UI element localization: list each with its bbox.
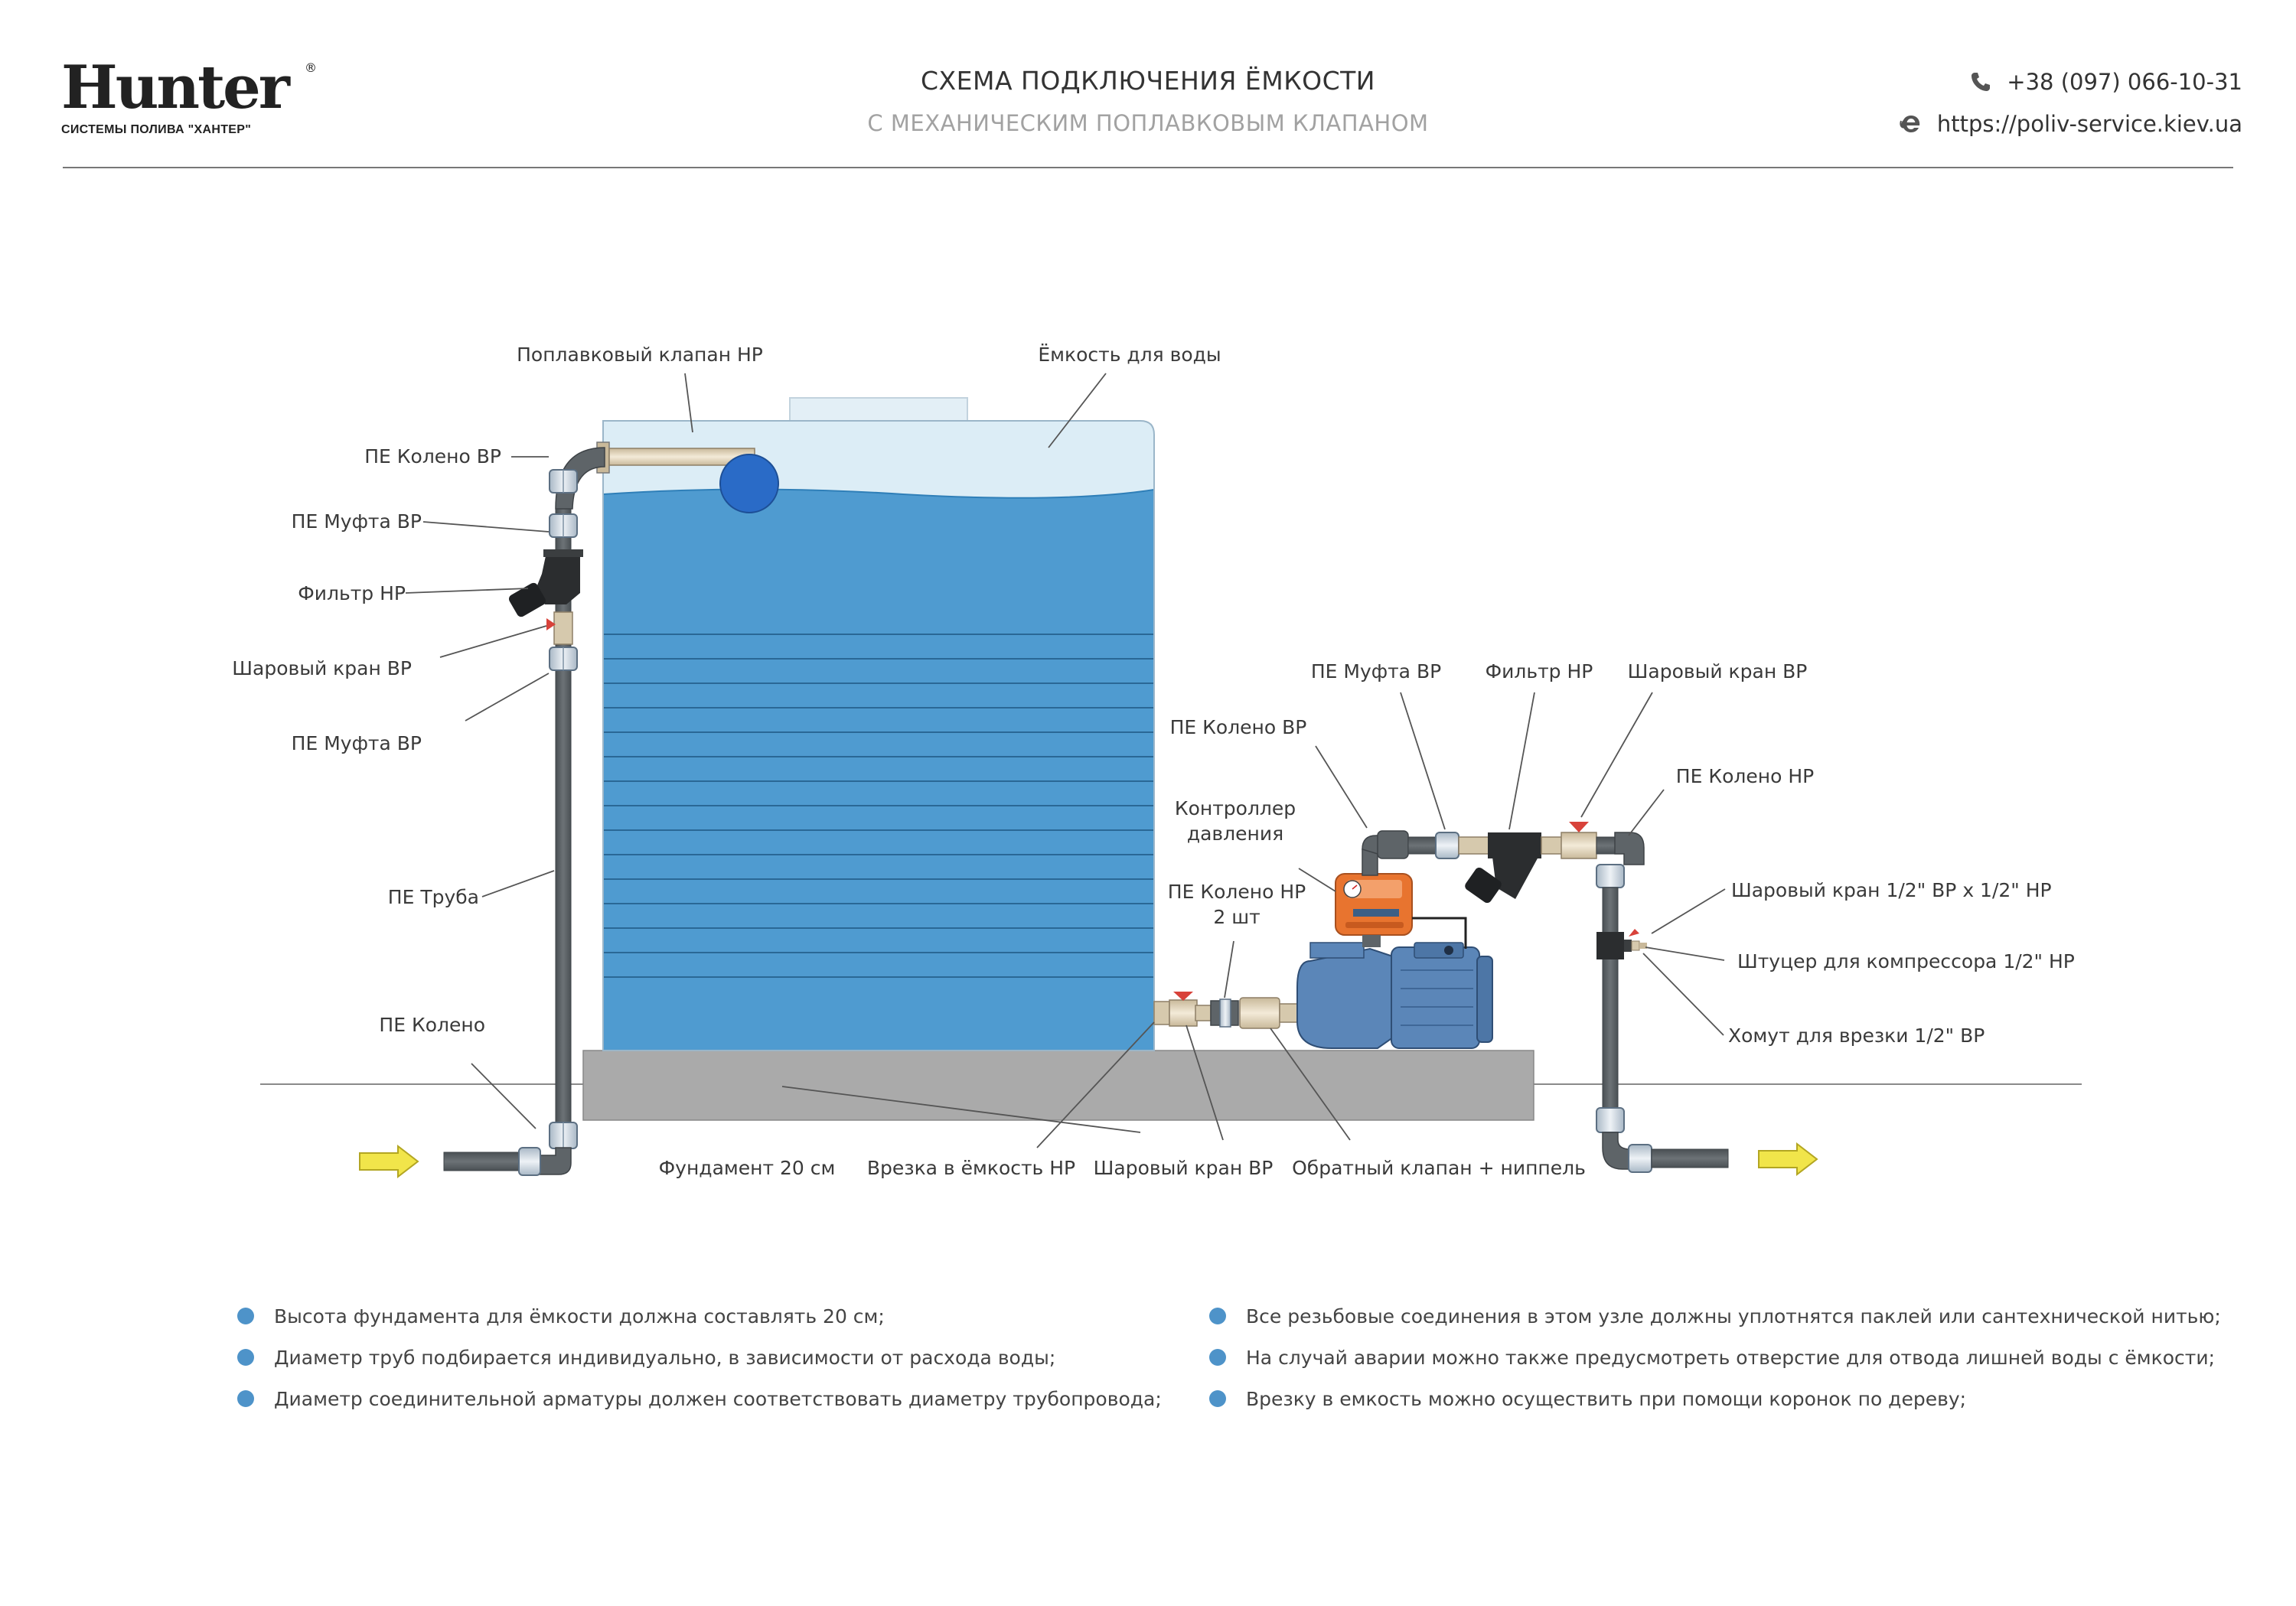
coupling-top <box>549 469 578 494</box>
water-surface <box>602 488 1155 499</box>
note-text: Диаметр труб подбирается индивидуально, … <box>274 1346 1056 1369</box>
coupling-right-bottom <box>1596 1107 1625 1133</box>
pressure-controller <box>1335 873 1467 949</box>
label-foundation: Фундамент 20 см <box>659 1157 836 1179</box>
label-filter-left: Фильтр НР <box>298 582 406 604</box>
note-item: Врезку в емкость можно осуществить при п… <box>1209 1378 2221 1419</box>
pump-suction-line <box>1153 992 1299 1029</box>
pe-elbow-np-right <box>1614 832 1645 865</box>
saddle-clamp <box>1596 929 1647 959</box>
page-title: СХЕМА ПОДКЛЮЧЕНИЯ ЁМКОСТИ <box>921 66 1375 96</box>
label-pe-pipe: ПЕ Труба <box>388 886 479 908</box>
label-saddle-clamp: Хомут для врезки 1/2" ВР <box>1728 1025 1985 1047</box>
inlet-riser <box>443 447 605 1176</box>
water-tank <box>602 397 1155 1051</box>
coupling-bottom <box>549 1122 578 1149</box>
leader-lines <box>405 373 1726 1148</box>
note-item: Диаметр труб подбирается индивидуально, … <box>237 1337 1162 1378</box>
label-ball-valve-right: Шаровый кран ВР <box>1628 660 1808 682</box>
label-pe-elbow-np-right: ПЕ Колено НР <box>1676 765 1814 787</box>
coupling-right-down <box>1596 864 1625 888</box>
label-ball-valve-left: Шаровый кран ВР <box>232 657 412 679</box>
browser-icon <box>1900 116 1920 132</box>
foundation <box>582 1050 1534 1121</box>
website-url: https://poliv-service.kiev.ua <box>1936 111 2242 137</box>
logo-wordmark: Hunter <box>61 53 290 122</box>
bullet-dot-icon <box>237 1349 254 1366</box>
tank-body <box>603 421 1154 1051</box>
note-text: Высота фундамента для ёмкости должна сос… <box>274 1305 885 1327</box>
label-pe-coupling-vr-right: ПЕ Муфта ВР <box>1311 660 1441 682</box>
pump-discharge-line <box>1362 822 1729 1173</box>
page-subtitle: С МЕХАНИЧЕСКИМ ПОПЛАВКОВЫМ КЛАПАНОМ <box>867 110 1429 136</box>
phone-number: +38 (097) 066-10-31 <box>2007 69 2242 95</box>
logo-registered-mark: ® <box>305 60 317 75</box>
label-check-valve: Обратный клапан + ниппель <box>1292 1157 1586 1179</box>
float-ball <box>719 454 779 513</box>
ball-valve-bottom <box>1169 999 1198 1027</box>
coupling-right <box>1435 832 1459 859</box>
outlet-pipe-horizontal <box>1651 1148 1729 1168</box>
ball-valve-right <box>1561 822 1597 859</box>
coupling-inlet <box>518 1147 541 1176</box>
note-text: На случай аварии можно также предусмотре… <box>1246 1346 2216 1369</box>
label-pe-coupling-vr-left-2: ПЕ Муфта ВР <box>292 732 422 754</box>
inlet-pipe-horizontal <box>443 1152 523 1171</box>
check-valve <box>1239 997 1280 1029</box>
y-filter-left <box>509 549 583 617</box>
note-item: Диаметр соединительной арматуры должен с… <box>237 1378 1162 1419</box>
ball-valve-left <box>546 611 573 645</box>
pump-motor <box>1391 946 1480 1049</box>
label-ball-valve-bottom: Шаровый кран ВР <box>1094 1157 1274 1179</box>
note-text: Диаметр соединительной арматуры должен с… <box>274 1387 1162 1410</box>
label-filter-right: Фильтр НР <box>1486 660 1593 682</box>
contact-website[interactable]: https://poliv-service.kiev.ua <box>1899 111 2242 137</box>
coupling-3 <box>549 647 578 671</box>
label-pressure-controller-line1: Контроллер <box>1175 797 1296 819</box>
notes-left: Высота фундамента для ёмкости должна сос… <box>237 1295 1162 1419</box>
logo-subtitle: СИСТЕМЫ ПОЛИВА "ХАНТЕР" <box>61 123 252 136</box>
label-pe-coupling-vr-left-1: ПЕ Муфта ВР <box>292 510 422 533</box>
bullet-dot-icon <box>1209 1349 1226 1366</box>
note-item: Высота фундамента для ёмкости должна сос… <box>237 1295 1162 1337</box>
label-ball-valve-half: Шаровый кран 1/2" ВР х 1/2" НР <box>1731 879 2052 901</box>
pump-head <box>1296 947 1394 1049</box>
phone-icon <box>1971 73 1991 91</box>
bullet-dot-icon <box>237 1308 254 1324</box>
label-tank: Ёмкость для воды <box>1038 344 1221 366</box>
note-text: Врезку в емкость можно осуществить при п… <box>1246 1387 1967 1410</box>
bullet-dot-icon <box>1209 1308 1226 1324</box>
label-float-valve: Поплавковый клапан НР <box>517 344 763 366</box>
coupling-2 <box>549 513 578 538</box>
float-valve <box>596 441 779 513</box>
note-item: Все резьбовые соединения в этом узле дол… <box>1209 1295 2221 1337</box>
notes-right: Все резьбовые соединения в этом узле дол… <box>1209 1295 2221 1419</box>
bullet-dot-icon <box>1209 1390 1226 1407</box>
note-item: На случай аварии можно также предусмотре… <box>1209 1337 2221 1378</box>
pump <box>1296 942 1493 1049</box>
label-tank-tap: Врезка в ёмкость НР <box>867 1157 1075 1179</box>
header-divider <box>63 167 2233 168</box>
label-compressor-fitting: Штуцер для компрессора 1/2" НР <box>1737 950 2075 972</box>
coupling-outlet <box>1628 1144 1652 1173</box>
inlet-arrow <box>359 1144 419 1179</box>
bullet-dot-icon <box>237 1390 254 1407</box>
tank-ribs <box>603 634 1154 978</box>
label-pe-elbow-bottom: ПЕ Колено <box>379 1014 485 1036</box>
note-text: Все резьбовые соединения в этом узле дол… <box>1246 1305 2221 1327</box>
label-pressure-controller-line2: давления <box>1187 823 1283 845</box>
tank-lid <box>789 397 968 422</box>
component-labels: Поплавковый клапан НР Ёмкость для воды П… <box>232 344 2075 1179</box>
label-pe-elbow-np-2-line1: ПЕ Колено НР <box>1168 881 1306 903</box>
contact-phone[interactable]: +38 (097) 066-10-31 <box>1968 69 2242 95</box>
y-filter-right <box>1465 832 1541 904</box>
label-pe-elbow-vr-left: ПЕ Колено ВР <box>364 445 501 467</box>
outlet-elbow <box>1602 1132 1631 1170</box>
label-pe-elbow-np-2-line2: 2 шт <box>1213 906 1260 928</box>
outlet-arrow <box>1758 1142 1818 1177</box>
tank-tap-fitting <box>1153 1001 1170 1025</box>
hunter-logo: Hunter ® СИСТЕМЫ ПОЛИВА "ХАНТЕР" <box>61 53 317 137</box>
label-pe-elbow-vr-right: ПЕ Колено ВР <box>1170 716 1307 738</box>
